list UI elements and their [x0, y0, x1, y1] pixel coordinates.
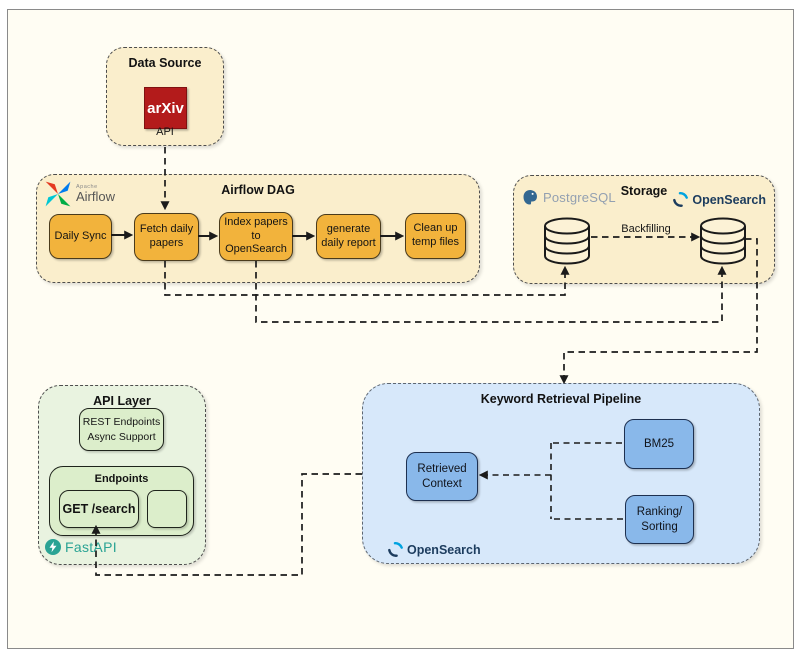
- dag-task-index-papers: Index papers to OpenSearch: [219, 212, 293, 261]
- airflow-wordmark: Apache Airflow: [76, 183, 116, 205]
- airflow-dag-panel: Airflow DAG Apache Airflow Daily Sync Fe…: [36, 174, 480, 283]
- bm25-box: BM25: [624, 419, 694, 469]
- dag-task-generate-report: generate daily report: [316, 214, 381, 259]
- api-layer-panel: API Layer REST Endpoints Async Support E…: [38, 385, 206, 565]
- opensearch-swirl-icon: [388, 542, 403, 557]
- endpoints-title: Endpoints: [94, 473, 149, 485]
- dag-task-fetch-daily-papers: Fetch daily papers: [134, 213, 199, 261]
- fastapi-logo: FastAPI: [45, 539, 117, 555]
- rest-endpoints-line2: Async Support: [87, 430, 156, 443]
- apache-label: Apache: [76, 183, 98, 190]
- opensearch-storage-logo: OpenSearch: [673, 192, 766, 207]
- api-layer-title: API Layer: [93, 394, 151, 408]
- airflow-pinwheel-icon: [45, 181, 71, 207]
- postgres-elephant-icon: [523, 190, 537, 205]
- ranking-sorting-box: Ranking/ Sorting: [625, 495, 694, 544]
- get-search-endpoint: GET /search: [59, 490, 139, 528]
- postgresql-label: PostgreSQL: [543, 190, 616, 205]
- storage-panel: Storage PostgreSQL OpenSearch Backfillin…: [513, 175, 775, 284]
- retrieved-context-box: Retrieved Context: [406, 452, 478, 501]
- rest-endpoints-line1: REST Endpoints: [82, 416, 161, 429]
- airflow-dag-title: Airflow DAG: [221, 183, 295, 197]
- rest-endpoints-box: REST Endpoints Async Support: [79, 408, 164, 451]
- api-label: API: [156, 126, 174, 138]
- airflow-label: Airflow: [76, 189, 116, 205]
- dag-task-cleanup: Clean up temp files: [405, 213, 466, 259]
- opensearch-storage-label: OpenSearch: [692, 192, 766, 207]
- pipeline-title: Keyword Retrieval Pipeline: [480, 392, 642, 406]
- opensearch-pipeline-logo: OpenSearch: [388, 542, 481, 557]
- opensearch-pipeline-label: OpenSearch: [407, 542, 481, 557]
- dag-task-daily-sync: Daily Sync: [49, 214, 112, 259]
- arxiv-logo: arXiv: [144, 87, 187, 129]
- empty-endpoint-box: [147, 490, 187, 528]
- fastapi-bolt-icon: [45, 539, 61, 555]
- fastapi-label: FastAPI: [65, 539, 117, 555]
- airflow-logo: Apache Airflow: [44, 180, 115, 208]
- keyword-pipeline-panel: Keyword Retrieval Pipeline BM25 Ranking/…: [362, 383, 760, 564]
- data-source-title: Data Source: [128, 56, 202, 70]
- endpoints-box: Endpoints GET /search: [49, 466, 194, 536]
- postgresql-logo: PostgreSQL: [522, 189, 616, 206]
- storage-title: Storage: [620, 184, 668, 198]
- data-source-panel: Data Source arXiv API: [106, 47, 224, 146]
- backfilling-label: Backfilling: [621, 223, 671, 235]
- opensearch-swirl-icon: [673, 192, 689, 207]
